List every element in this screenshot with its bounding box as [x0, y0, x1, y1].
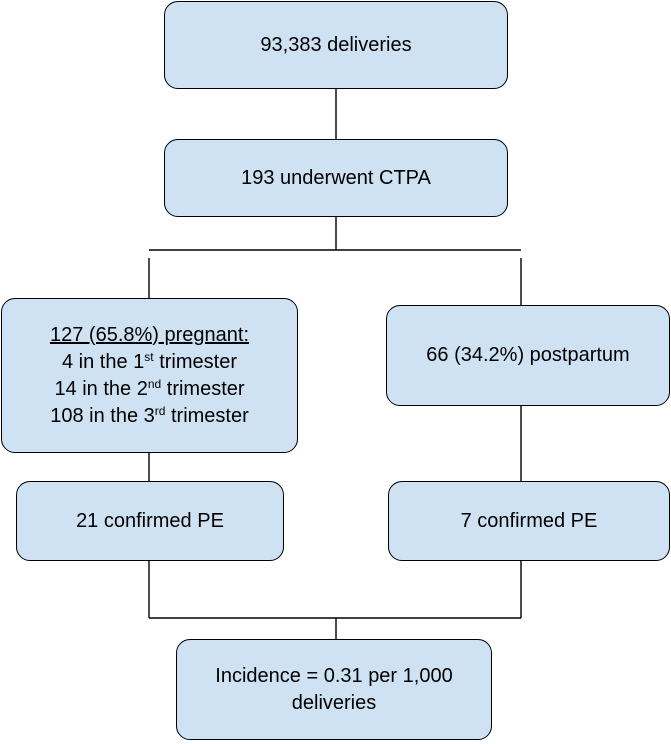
node-postpartum: 66 (34.2%) postpartum [386, 305, 670, 406]
trimester-line-2: 14 in the 2nd trimester [54, 376, 245, 400]
node-postpartum-text: 66 (34.2%) postpartum [426, 344, 630, 366]
node-ctpa-text: 193 underwent CTPA [241, 166, 431, 189]
incidence-line-2: deliveries [291, 691, 377, 714]
node-total-deliveries: 93,383 deliveries [164, 1, 508, 89]
node-pregnant: 127 (65.8%) pregnant: 4 in the 1st trime… [1, 298, 298, 453]
node-ctpa: 193 underwent CTPA [164, 139, 508, 217]
node-pe-postpartum-text: 7 confirmed PE [460, 509, 598, 532]
node-pe-pregnant: 21 confirmed PE [16, 481, 284, 561]
node-incidence: Incidence = 0.31 per 1,000 deliveries [176, 639, 492, 740]
node-total-deliveries-text: 93,383 deliveries [260, 33, 412, 56]
node-pe-pregnant-text: 21 confirmed PE [76, 509, 224, 532]
pregnant-heading: 127 (65.8%) pregnant: [49, 323, 250, 346]
node-pe-postpartum: 7 confirmed PE [388, 481, 670, 561]
incidence-line-1: Incidence = 0.31 per 1,000 [215, 664, 453, 687]
trimester-line-1: 4 in the 1st trimester [62, 349, 237, 373]
trimester-line-3: 108 in the 3rd trimester [50, 403, 249, 427]
